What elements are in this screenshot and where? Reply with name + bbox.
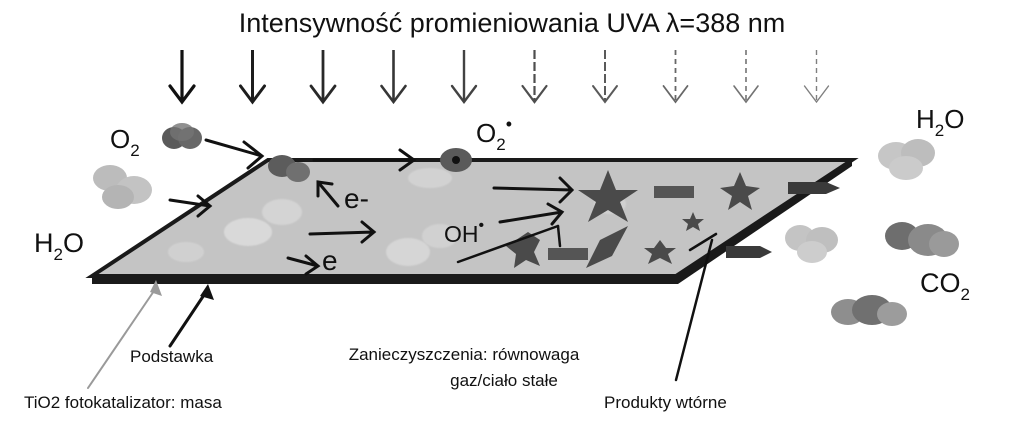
label-h2o-left: H2O xyxy=(34,228,84,264)
adsorbed-molecule xyxy=(408,168,452,188)
co2-cluster-lower xyxy=(831,295,907,326)
diagram-title: Intensywność promieniowania UVA λ=388 nm xyxy=(239,8,786,38)
label-electron: e xyxy=(322,245,338,276)
leader-tio2 xyxy=(87,287,157,389)
label-electron-minus: e- xyxy=(344,183,369,214)
leader-produkty-2 xyxy=(688,232,718,252)
product-arrow-block xyxy=(726,246,772,258)
reaction-arrows xyxy=(168,138,575,276)
arrow-o2-to-surface xyxy=(204,138,265,170)
h2o-cluster-left xyxy=(93,165,152,209)
label-h2o-right: H2O xyxy=(916,104,964,140)
uv-arrow xyxy=(168,50,196,105)
label-zanieczyszczenia-line1: Zanieczyszczenia: równowaga xyxy=(349,345,580,364)
uv-arrow xyxy=(803,50,830,104)
leader-zanieczyszczenia xyxy=(456,224,560,264)
leader-zanieczyszczenia-2 xyxy=(556,224,562,248)
uv-arrow xyxy=(592,50,618,104)
product-block xyxy=(654,186,694,198)
uv-arrow xyxy=(450,50,478,104)
leader-produkty xyxy=(674,238,714,382)
co2-cluster-upper xyxy=(885,222,959,257)
adsorbed-molecule xyxy=(422,224,458,248)
h2o-cluster-mid xyxy=(785,225,838,263)
adsorbed-molecule xyxy=(262,199,302,225)
label-podstawka: Podstawka xyxy=(130,347,214,366)
arrow-surface-to-radical xyxy=(312,148,417,172)
arrow-radical-to-products xyxy=(492,176,575,204)
label-oh-radical: OH• xyxy=(444,217,484,247)
label-tio2: TiO2 fotokatalizator: masa xyxy=(24,393,222,412)
pollutant-star xyxy=(720,172,760,210)
uv-arrow xyxy=(521,50,548,104)
uv-arrow xyxy=(239,50,266,105)
o2-molecule-gas xyxy=(162,123,202,149)
label-zanieczyszczenia-line2: gaz/ciało stałe xyxy=(450,371,558,390)
leader-tio2-head xyxy=(150,280,162,296)
pollutant-shapes xyxy=(506,170,840,268)
o2-radical-adsorbed xyxy=(440,148,472,172)
h2o-cluster-right xyxy=(878,139,935,180)
leader-lines xyxy=(87,224,718,389)
leader-podstawka-head xyxy=(200,284,214,300)
o2-adsorbed xyxy=(268,155,310,182)
arrow-electron-minus xyxy=(316,180,340,208)
label-co2: CO2 xyxy=(920,268,970,304)
product-arrow-block xyxy=(788,182,840,194)
pollutant-star xyxy=(644,240,676,264)
adsorbed-molecule xyxy=(386,238,430,266)
uv-arrows xyxy=(168,50,830,105)
arrow-oh-to-pollutant xyxy=(498,202,565,226)
leader-podstawka xyxy=(168,290,208,348)
pollutant-shard xyxy=(586,226,628,268)
label-o2: O2 xyxy=(110,124,140,160)
label-produkty: Produkty wtórne xyxy=(604,393,727,412)
pollutant-star xyxy=(578,170,638,222)
uv-arrow xyxy=(733,50,759,104)
product-block xyxy=(548,248,588,260)
uv-arrow xyxy=(662,50,689,104)
uv-arrow xyxy=(309,50,337,105)
label-o2-radical: O2• xyxy=(476,114,512,154)
pollutant-star xyxy=(682,212,704,231)
uv-arrow xyxy=(380,50,407,105)
arrow-h2o-to-surface xyxy=(168,194,213,218)
adsorbed-molecule xyxy=(168,242,204,262)
adsorbed-molecule xyxy=(224,218,272,246)
arrow-electron-lower xyxy=(308,220,377,244)
arrow-e-small xyxy=(286,254,321,276)
